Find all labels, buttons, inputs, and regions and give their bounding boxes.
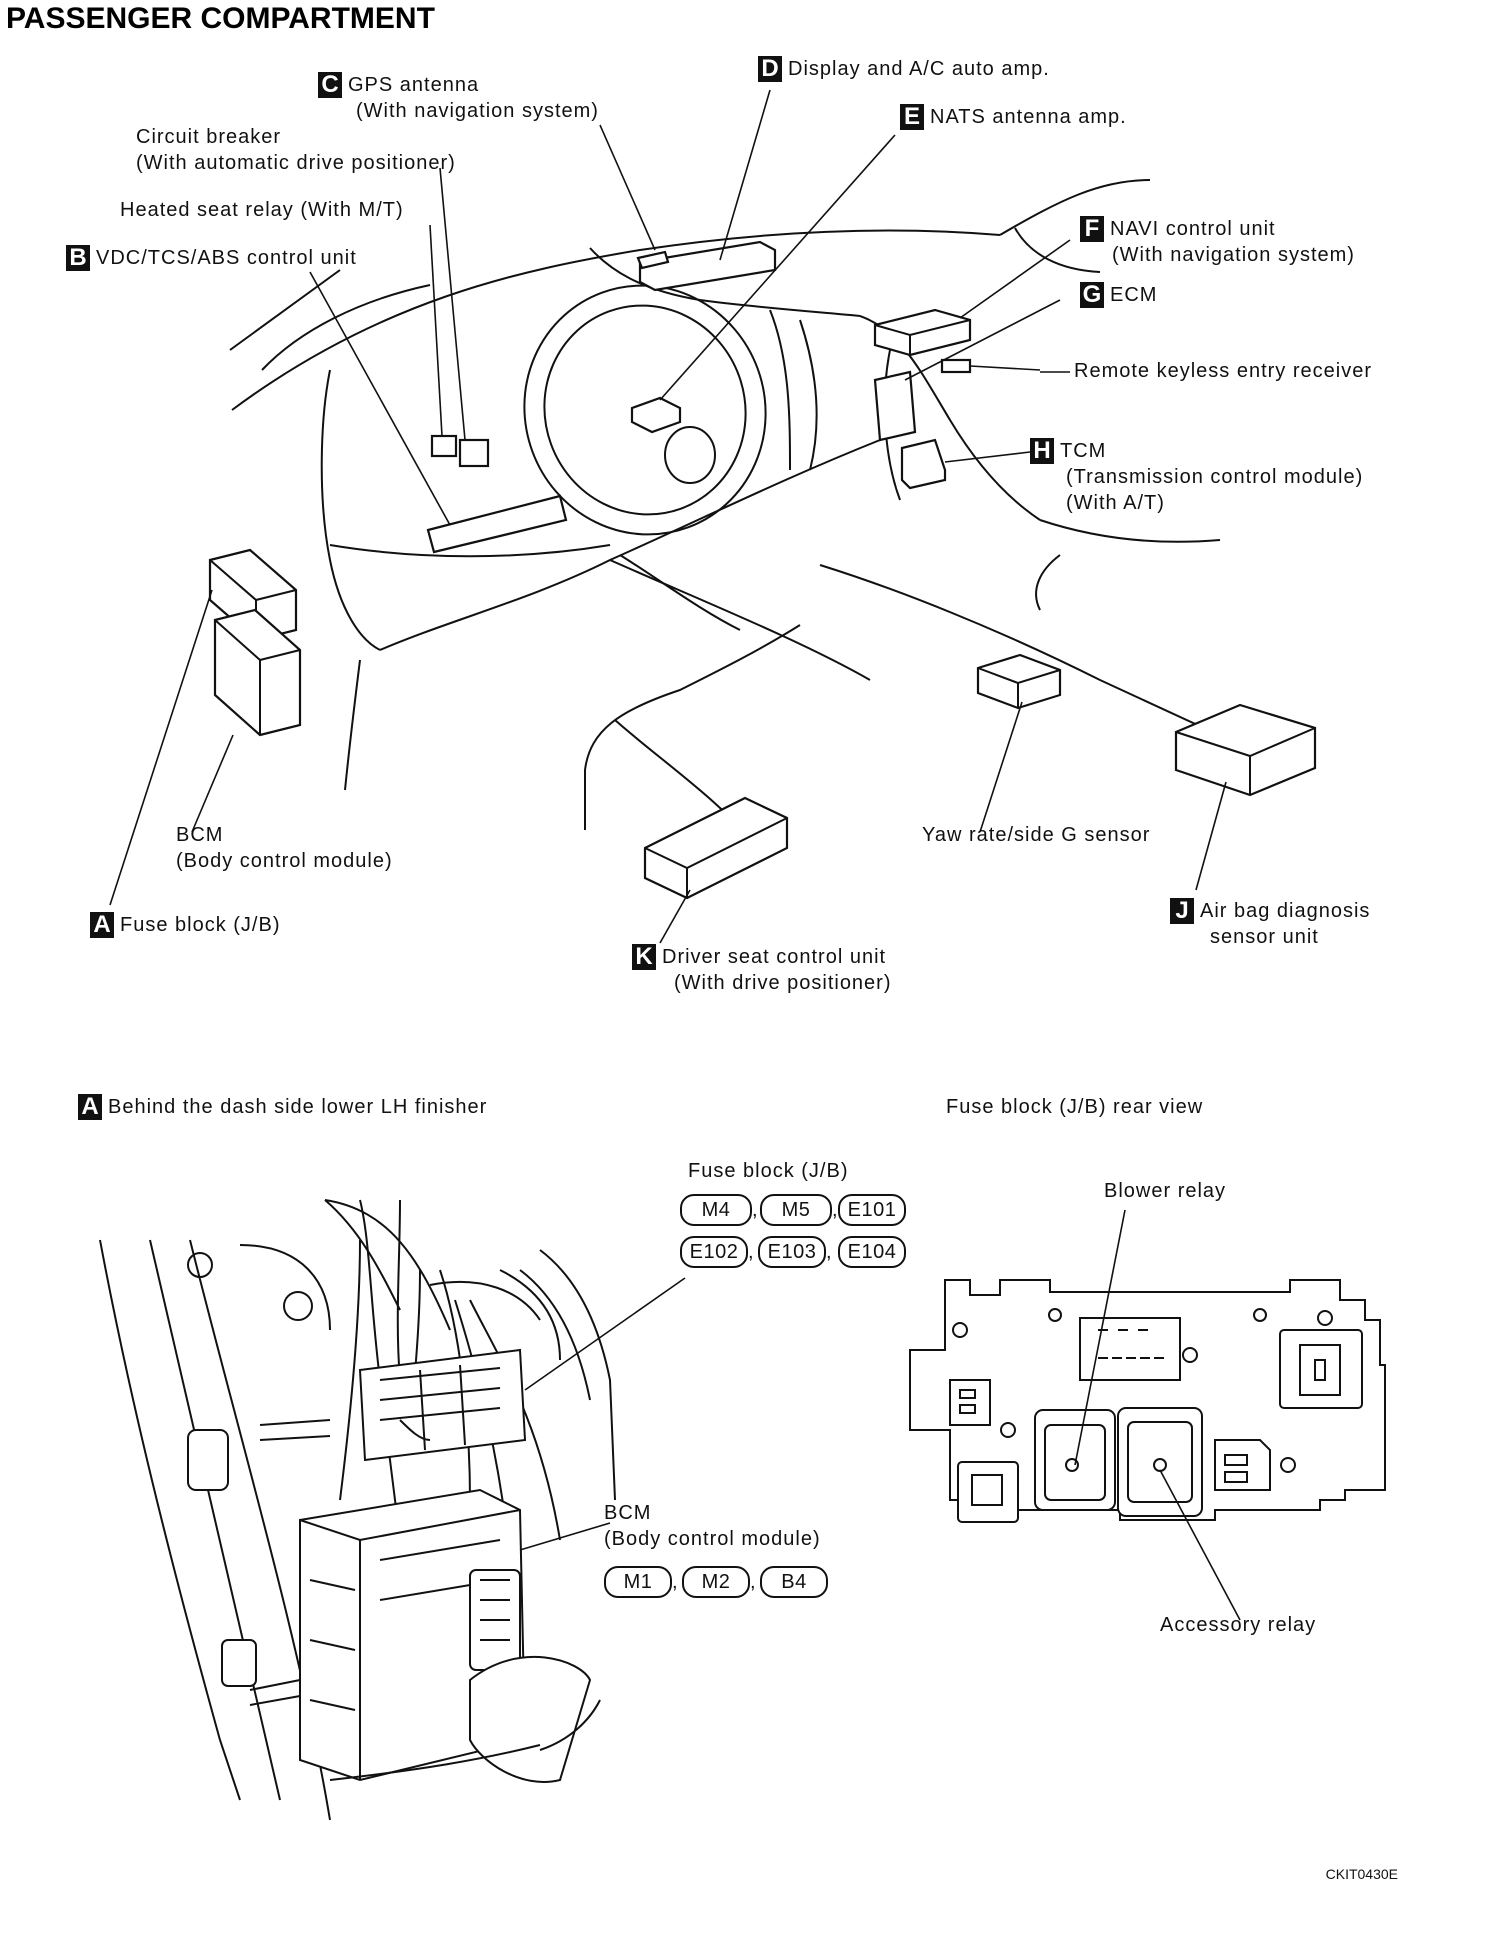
- label-yaw-rate-sensor: Yaw rate/side G sensor: [922, 824, 1151, 846]
- label-air-bag-diagnosis-sub: sensor unit: [1210, 926, 1319, 948]
- label-fuse-block-lower: Fuse block (J/B): [688, 1160, 849, 1182]
- leader-lines: [109, 89, 1227, 944]
- label-circuit-breaker-sub: (With automatic drive positioner): [136, 152, 456, 174]
- connector-m5: M5: [760, 1194, 832, 1226]
- label-tcm-sub2: (With A/T): [1066, 492, 1165, 514]
- connector-e104: E104: [838, 1236, 906, 1268]
- tag-j: J: [1170, 898, 1194, 924]
- label-fuse-block: A Fuse block (J/B): [90, 912, 280, 938]
- comma: ,: [826, 1241, 832, 1263]
- behind-dash-finisher-text: Behind the dash side lower LH finisher: [108, 1096, 488, 1118]
- label-bcm-lower: BCM: [604, 1502, 652, 1524]
- tag-e: E: [900, 104, 924, 130]
- figure-id: CKIT0430E: [1325, 1866, 1398, 1882]
- comma: ,: [832, 1199, 838, 1221]
- comma: ,: [750, 1571, 756, 1593]
- tag-g: G: [1080, 282, 1104, 308]
- tag-c: C: [318, 72, 342, 98]
- label-bcm-lower-sub: (Body control module): [604, 1528, 821, 1550]
- ecm-text: ECM: [1110, 284, 1158, 306]
- connector-m4: M4: [680, 1194, 752, 1226]
- connector-e103: E103: [758, 1236, 826, 1268]
- label-driver-seat-control: K Driver seat control unit: [632, 944, 886, 970]
- air-bag-diagnosis-text: Air bag diagnosis: [1200, 900, 1371, 922]
- connector-b4: B4: [760, 1566, 828, 1598]
- display-ac-amp-text: Display and A/C auto amp.: [788, 58, 1050, 80]
- label-navi-control-unit-sub: (With navigation system): [1112, 244, 1355, 266]
- dashboard-outline: [229, 179, 1231, 851]
- label-nats-antenna-amp: E NATS antenna amp.: [900, 104, 1127, 130]
- label-air-bag-diagnosis: J Air bag diagnosis: [1170, 898, 1370, 924]
- label-bcm: BCM: [176, 824, 224, 846]
- fuse-block-rear-view: [909, 1209, 1386, 1621]
- navi-control-unit-text: NAVI control unit: [1110, 218, 1276, 240]
- tag-d: D: [758, 56, 782, 82]
- label-bcm-sub: (Body control module): [176, 850, 393, 872]
- gps-antenna-text: GPS antenna: [348, 74, 480, 96]
- tag-h: H: [1030, 438, 1054, 464]
- component-boxes: [208, 240, 1317, 900]
- tag-a-lower: A: [78, 1094, 102, 1120]
- tag-k: K: [632, 944, 656, 970]
- label-navi-control-unit: F NAVI control unit: [1080, 216, 1276, 242]
- page-title: PASSENGER COMPARTMENT: [6, 2, 435, 35]
- label-tcm-sub1: (Transmission control module): [1066, 466, 1364, 488]
- comma: ,: [672, 1571, 678, 1593]
- connector-m1: M1: [604, 1566, 672, 1598]
- label-fuse-block-rear-view: Fuse block (J/B) rear view: [946, 1096, 1204, 1118]
- label-tcm: H TCM: [1030, 438, 1106, 464]
- label-vdc-tcs-abs: B VDC/TCS/ABS control unit: [66, 245, 357, 271]
- driver-seat-control-text: Driver seat control unit: [662, 946, 887, 968]
- fuse-block-location-sketch: [99, 1199, 686, 1821]
- label-gps-antenna: C GPS antenna: [318, 72, 479, 98]
- label-heated-seat-relay: Heated seat relay (With M/T): [120, 199, 404, 221]
- vdc-tcs-abs-text: VDC/TCS/ABS control unit: [96, 247, 357, 269]
- label-gps-antenna-sub: (With navigation system): [356, 100, 599, 122]
- label-ecm: G ECM: [1080, 282, 1157, 308]
- tag-b: B: [66, 245, 90, 271]
- label-remote-keyless-entry: Remote keyless entry receiver: [1074, 360, 1372, 382]
- fuse-block-text: Fuse block (J/B): [120, 914, 281, 936]
- tcm-text: TCM: [1060, 440, 1107, 462]
- tag-a: A: [90, 912, 114, 938]
- comma: ,: [752, 1199, 758, 1221]
- label-circuit-breaker: Circuit breaker: [136, 126, 282, 148]
- nats-antenna-amp-text: NATS antenna amp.: [930, 106, 1127, 128]
- label-accessory-relay: Accessory relay: [1160, 1614, 1317, 1636]
- tag-f: F: [1080, 216, 1104, 242]
- connector-e102: E102: [680, 1236, 748, 1268]
- comma: ,: [748, 1241, 754, 1263]
- label-display-ac-amp: D Display and A/C auto amp.: [758, 56, 1050, 82]
- label-blower-relay: Blower relay: [1104, 1180, 1227, 1202]
- label-driver-seat-control-sub: (With drive positioner): [674, 972, 892, 994]
- label-behind-dash-finisher: A Behind the dash side lower LH finisher: [78, 1094, 487, 1120]
- connector-m2: M2: [682, 1566, 750, 1598]
- connector-e101: E101: [838, 1194, 906, 1226]
